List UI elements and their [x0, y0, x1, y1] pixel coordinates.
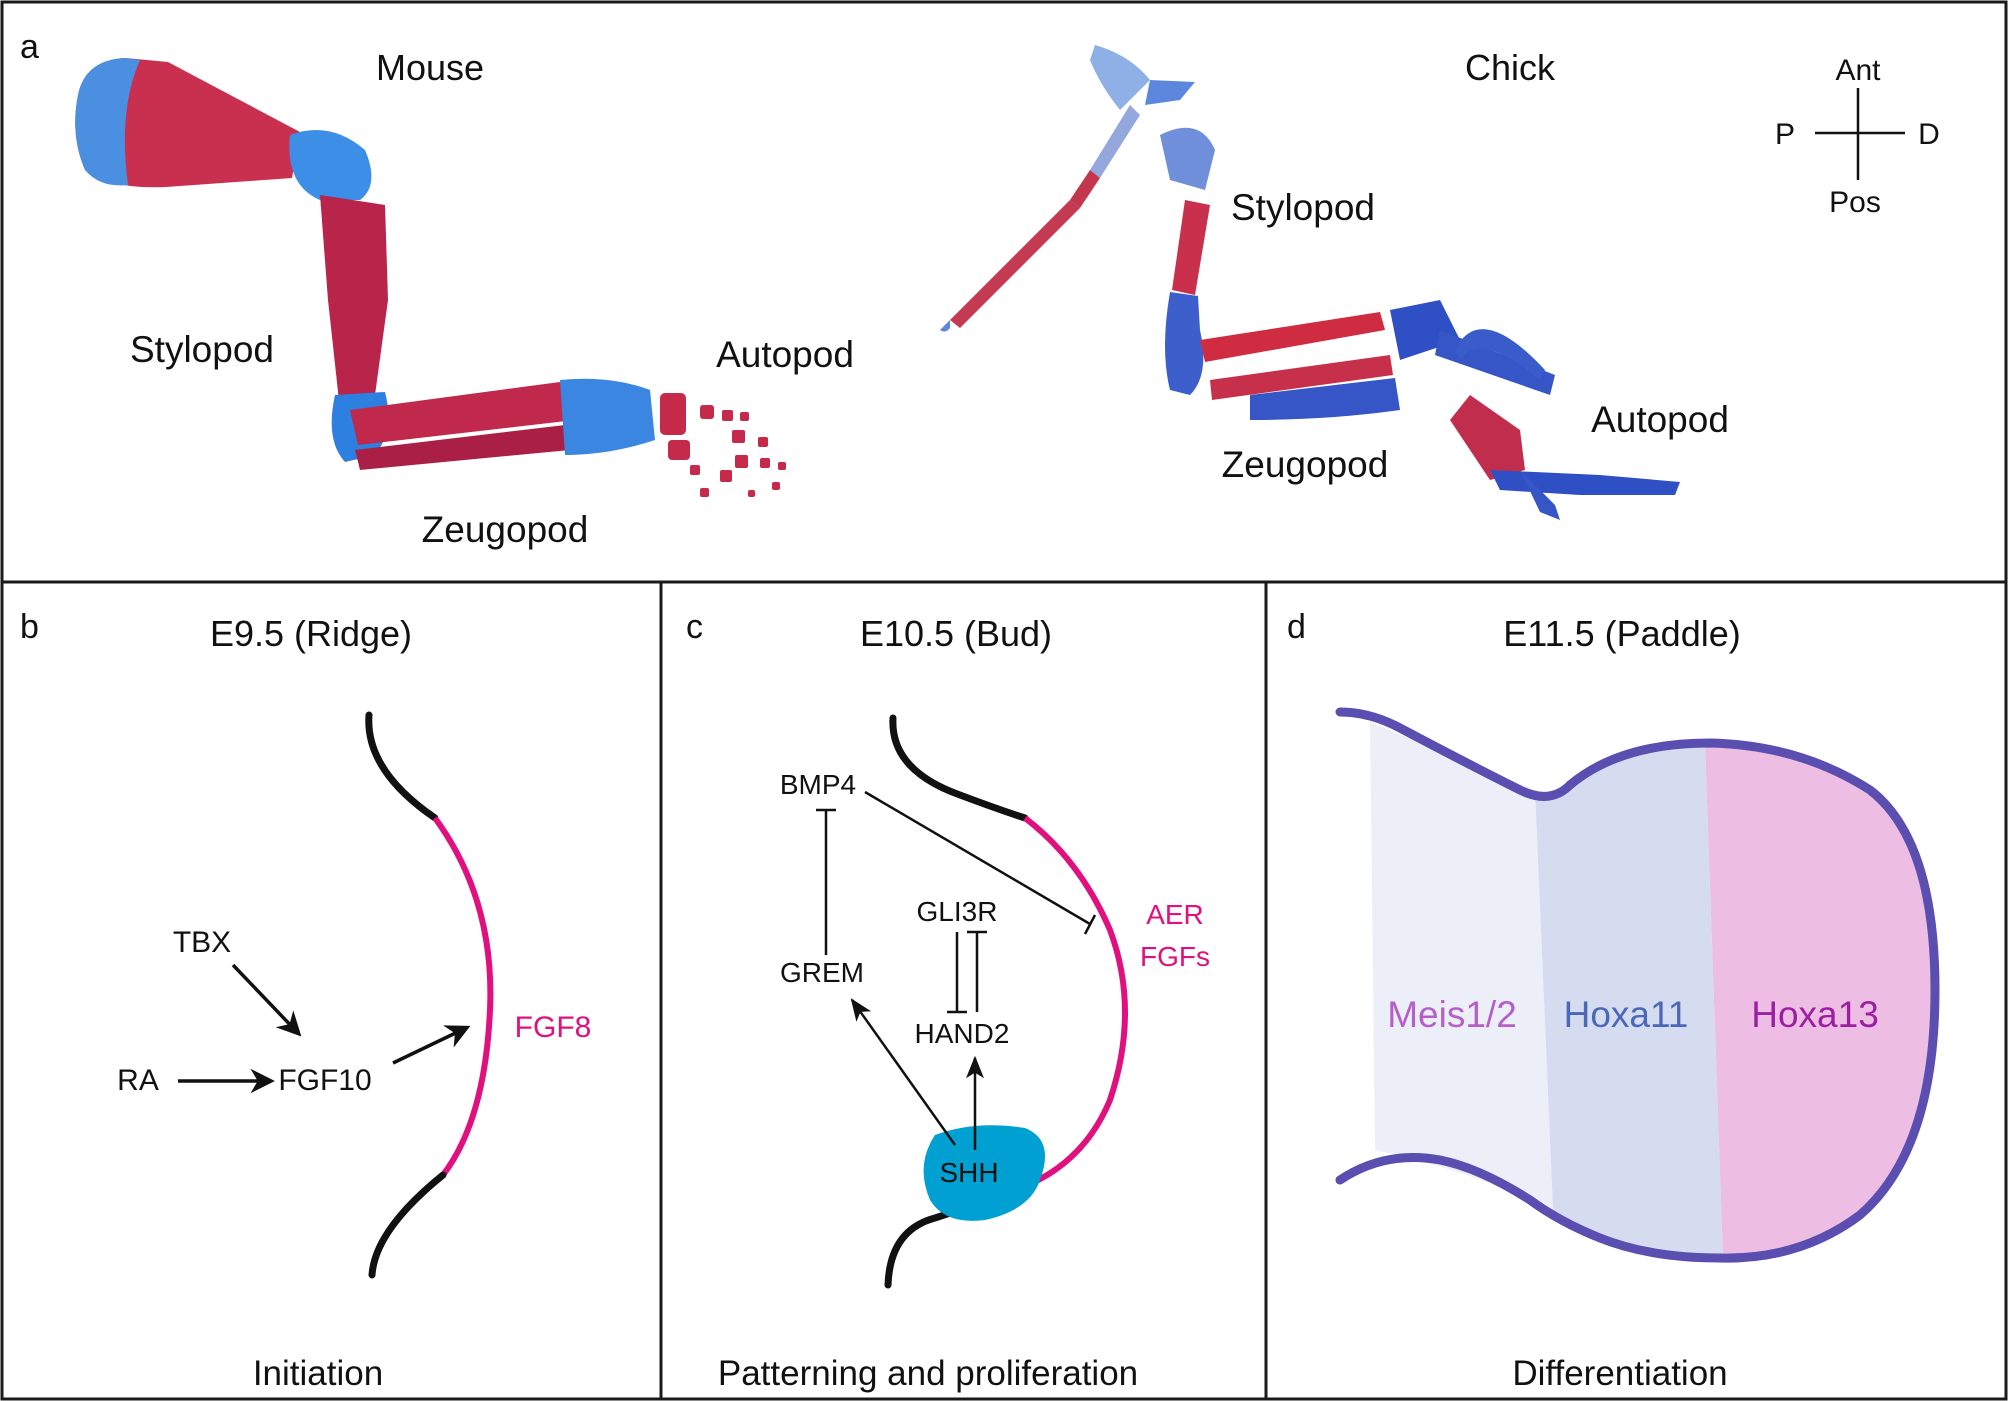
- fgf10-label: FGF10: [278, 1064, 371, 1097]
- aer-fgf8-line: [432, 816, 494, 1177]
- panel-b-title: E9.5 (Ridge): [210, 613, 412, 654]
- bmp4-label: BMP4: [780, 769, 856, 800]
- panel-d-caption: Differentiation: [1512, 1354, 1727, 1393]
- chick-autopod-label: Autopod: [1591, 399, 1729, 440]
- mouse-limb-skeleton: [75, 58, 786, 497]
- fgfs-label: FGFs: [1140, 941, 1210, 972]
- shh-domain: [923, 1125, 1045, 1221]
- panel-c: c E10.5 (Bud) BMP4 GLI3R GREM HAND2 SHH …: [686, 608, 1210, 1393]
- chick-stylopod-label: Stylopod: [1231, 187, 1375, 228]
- panel-b-caption: Initiation: [253, 1354, 383, 1393]
- ra-label: RA: [117, 1064, 159, 1097]
- axis-ant-label: Ant: [1835, 54, 1881, 87]
- axis-d-label: D: [1918, 118, 1940, 151]
- mouse-title: Mouse: [376, 47, 484, 88]
- shh-to-grem-arrow: [850, 998, 957, 1146]
- panel-b-letter: b: [20, 608, 39, 646]
- hoxa11-label: Hoxa11: [1564, 994, 1689, 1035]
- bud-ectoderm-line: [889, 714, 1029, 822]
- paddle-outline-top: [1335, 707, 1940, 1263]
- chick-title: Chick: [1465, 47, 1556, 88]
- panel-b: b E9.5 (Ridge) TBX RA FGF10 FGF8 Initiat…: [20, 608, 591, 1393]
- mouse-stylopod-label: Stylopod: [130, 329, 274, 370]
- aer-label: AER: [1146, 899, 1204, 930]
- mouse-autopod-label: Autopod: [716, 334, 854, 375]
- panel-d-title: E11.5 (Paddle): [1503, 613, 1740, 654]
- aer-fgfs-line: [1023, 815, 1128, 1188]
- ridge-ectoderm-line: [365, 711, 439, 822]
- chick-zeugopod-label: Zeugopod: [1222, 444, 1389, 485]
- panel-d-letter: d: [1287, 608, 1306, 646]
- orientation-compass: Ant Pos P D: [1775, 54, 1940, 219]
- ridge-ectoderm-line-lower: [368, 1171, 447, 1279]
- fgf8-label: FGF8: [515, 1011, 592, 1044]
- hoxa13-label: Hoxa13: [1751, 994, 1879, 1035]
- axis-p-label: P: [1775, 118, 1795, 151]
- panel-c-letter: c: [686, 608, 703, 646]
- shh-label: SHH: [939, 1157, 998, 1188]
- panel-c-caption: Patterning and proliferation: [718, 1354, 1138, 1393]
- fgf10-to-fgf8-arrow: [392, 1025, 471, 1065]
- panel-a-letter: a: [20, 28, 39, 66]
- grem-label: GREM: [780, 957, 864, 988]
- hoxa13-zone: [1705, 743, 1935, 1259]
- chick-limb-skeleton: [940, 45, 1680, 520]
- mouse-zeugopod-label: Zeugopod: [422, 509, 589, 550]
- meis-label: Meis1/2: [1387, 994, 1517, 1035]
- meis-zone: [1370, 722, 1553, 1210]
- panel-d: d E11.5 (Paddle) Meis1/2 Hoxa11 Hoxa13 D…: [1287, 608, 1940, 1393]
- tbx-label: TBX: [173, 926, 231, 959]
- gli3r-label: GLI3R: [917, 896, 998, 927]
- hoxa11-zone: [1535, 743, 1723, 1258]
- hand2-label: HAND2: [915, 1018, 1010, 1049]
- tbx-to-fgf10-arrow: [231, 963, 302, 1037]
- panel-a: a: [20, 28, 1940, 550]
- panel-c-title: E10.5 (Bud): [860, 613, 1052, 654]
- axis-pos-label: Pos: [1829, 186, 1881, 219]
- bmp4-inhibits-aer: [864, 790, 1091, 926]
